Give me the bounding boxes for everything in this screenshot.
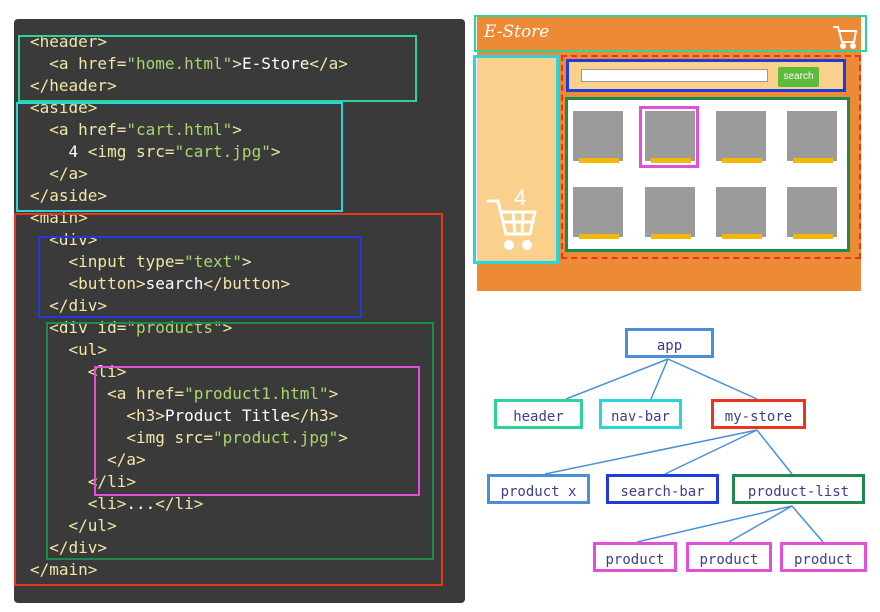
store-search-input[interactable]	[581, 69, 768, 82]
product-thumb[interactable]	[787, 111, 837, 163]
tree-node-header[interactable]: header	[494, 399, 583, 429]
product-thumb[interactable]	[716, 111, 766, 163]
code-line: </li>	[87, 472, 136, 491]
tree-node-product-1[interactable]: product	[593, 542, 677, 572]
code-line: <a href="product1.html">	[107, 384, 339, 403]
code-line: <button>search</button>	[68, 274, 291, 293]
code-line: <li>...</li>	[87, 494, 204, 513]
product-title-bar	[651, 234, 691, 239]
product-title-bar	[651, 158, 691, 163]
code-panel: <header> <a href="home.html">E-Store</a>…	[14, 19, 465, 603]
tree-node-product-list[interactable]: product-list	[732, 474, 865, 504]
code-line: </main>	[30, 560, 98, 579]
products-div-code-highlight	[46, 322, 434, 560]
product-thumb[interactable]	[573, 111, 623, 163]
tree-node-app[interactable]: app	[625, 328, 714, 358]
code-line: </div>	[49, 538, 108, 557]
store-main-highlight	[561, 55, 861, 259]
code-line: <a href="home.html">E-Store</a>	[49, 54, 348, 73]
code-line: <ul>	[68, 340, 108, 359]
code-line: </div>	[49, 296, 108, 315]
code-line: <div>	[49, 230, 98, 249]
store-sidebar-highlight	[473, 55, 559, 264]
code-line: </header>	[30, 76, 117, 95]
tree-node-nav-bar[interactable]: nav-bar	[599, 399, 682, 429]
product-thumb[interactable]	[716, 187, 766, 239]
product-thumb[interactable]	[787, 187, 837, 239]
store-product-highlight	[639, 106, 699, 168]
product-title-bar	[793, 158, 833, 163]
tree-node-search-bar[interactable]: search-bar	[606, 474, 719, 504]
code-line: </a>	[49, 164, 88, 183]
main-code-highlight	[14, 213, 443, 586]
code-line: </aside>	[30, 186, 108, 205]
aside-code-highlight	[16, 102, 343, 212]
cart-count: 4	[514, 185, 527, 210]
product-title-bar	[579, 158, 619, 163]
tree-node-product-2[interactable]: product	[686, 542, 772, 572]
header-code-highlight	[18, 35, 417, 102]
tree-node-my-store[interactable]: my-store	[711, 399, 806, 429]
store-header-highlight	[474, 15, 867, 52]
product-thumb[interactable]	[573, 187, 623, 239]
li-code-highlight	[94, 366, 420, 496]
code-line: <main>	[30, 208, 88, 227]
product-thumb[interactable]	[645, 187, 695, 239]
product-title-bar	[793, 234, 833, 239]
product-title-bar	[722, 234, 762, 239]
code-line: </a>	[107, 450, 146, 469]
code-line: <a href="cart.html">	[49, 120, 242, 139]
product-title-bar	[579, 234, 619, 239]
code-line: 4 <img src="cart.jpg">	[30, 142, 281, 161]
code-line: <img src="product.jpg">	[126, 428, 348, 447]
code-line: </ul>	[68, 516, 117, 535]
tree-node-product-x[interactable]: product x	[487, 474, 590, 504]
product-title-bar	[722, 158, 762, 163]
store-search-button[interactable]: search	[778, 67, 819, 87]
tree-node-product-3[interactable]: product	[780, 542, 867, 572]
code-line: <h3>Product Title</h3>	[126, 406, 339, 425]
product-thumb[interactable]	[645, 111, 695, 163]
code-line: <input type="text">	[68, 252, 252, 271]
search-div-code-highlight	[38, 236, 362, 318]
store-logo[interactable]: E-Store	[484, 22, 550, 42]
